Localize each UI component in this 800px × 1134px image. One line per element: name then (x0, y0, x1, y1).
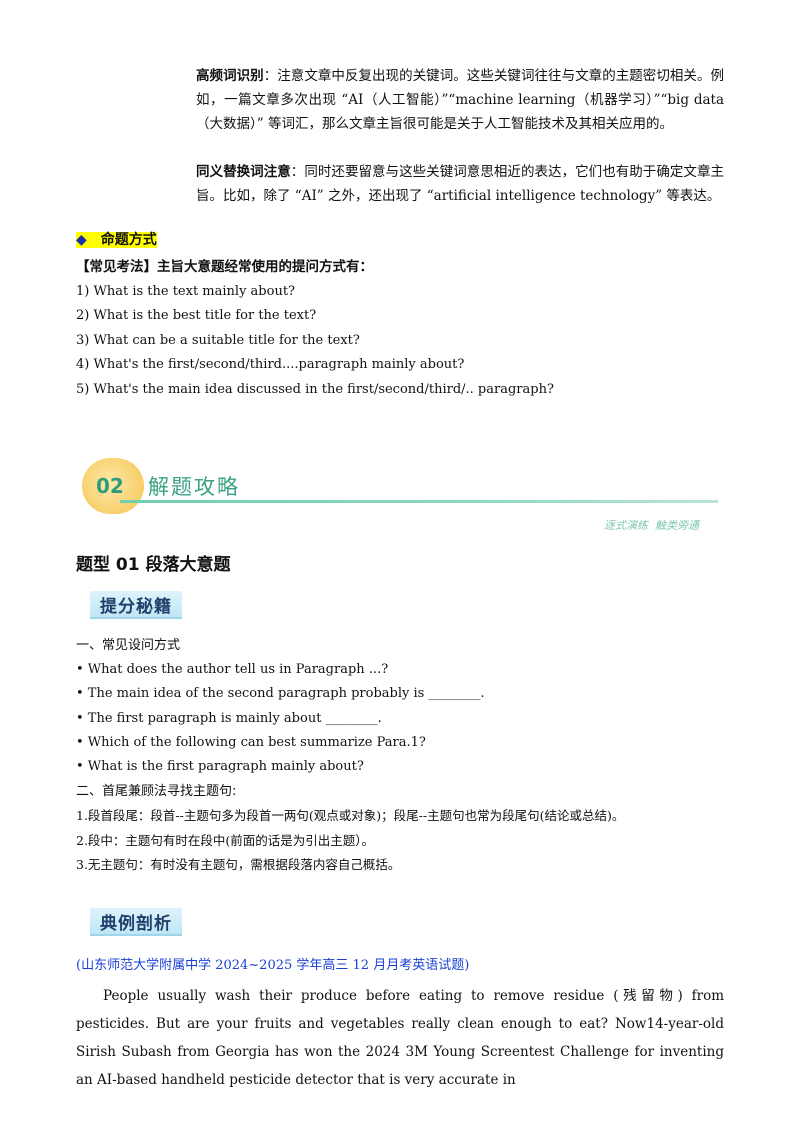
method-heading: ◆命题方式 (76, 230, 157, 250)
list1-item-3: • The first paragraph is mainly about __… (76, 711, 382, 726)
list1-heading: 一、常见设问方式 (76, 638, 181, 653)
tips-tag: 提分秘籍 (90, 591, 182, 619)
keyword-paragraph: 高频词识别：注意文章中反复出现的关键词。这些关键词往往与文章的主题密切相关。例如… (196, 64, 724, 136)
keyword-label: 高频词识别 (196, 68, 264, 84)
list1-item-1: • What does the author tell us in Paragr… (76, 662, 389, 677)
banner-divider (120, 500, 718, 503)
passage-text: People usually wash their produce before… (76, 988, 724, 1088)
list2-item-1: 1.段首段尾：段首--主题句多为段首一两句(观点或对象)；段尾--主题句也常为段… (76, 808, 625, 823)
example-tag: 典例剖析 (90, 908, 182, 936)
section-title: 题型 01 段落大意题 (76, 555, 231, 575)
source-citation: (山东师范大学附属中学 2024~2025 学年高三 12 月月考英语试题) (76, 958, 470, 973)
keyword-text: ：注意文章中反复出现的关键词。这些关键词往往与文章的主题密切相关。例如，一篇文章… (196, 68, 725, 132)
banner-title: 解题攻略 (148, 475, 240, 499)
list1-item-4: • Which of the following can best summar… (76, 735, 426, 750)
method-item-3: 3) What can be a suitable title for the … (76, 333, 360, 348)
method-heading-text: 命题方式 (86, 232, 157, 248)
banner-number: 02 (96, 474, 124, 498)
list2-item-3: 3.无主题句：有时没有主题句，需根据段落内容自己概括。 (76, 857, 401, 872)
synonym-paragraph: 同义替换词注意：同时还要留意与这些关键词意思相近的表达，它们也有助于确定文章主旨… (196, 160, 724, 208)
method-item-4: 4) What's the first/second/third....para… (76, 357, 465, 372)
list1-item-5: • What is the first paragraph mainly abo… (76, 759, 364, 774)
list2-item-2: 2.段中：主题句有时在段中(前面的话是为引出主题）。 (76, 833, 375, 848)
list1-item-2: • The main idea of the second paragraph … (76, 686, 485, 701)
synonym-text: ：同时还要留意与这些关键词意思相近的表达，它们也有助于确定文章主旨。比如，除了 … (196, 164, 725, 204)
banner-badge (82, 458, 144, 514)
banner-slogan: 逐式演练 触类旁通 (604, 519, 699, 532)
method-item-2: 2) What is the best title for the text? (76, 308, 317, 323)
method-item-1: 1) What is the text mainly about? (76, 284, 296, 299)
synonym-label: 同义替换词注意 (196, 164, 291, 180)
method-subheading: 【常见考法】主旨大意题经常使用的提问方式有： (76, 259, 373, 275)
diamond-icon: ◆ (76, 232, 87, 248)
method-item-5: 5) What's the main idea discussed in the… (76, 382, 554, 397)
list2-heading: 二、首尾兼顾法寻找主题句: (76, 784, 237, 799)
